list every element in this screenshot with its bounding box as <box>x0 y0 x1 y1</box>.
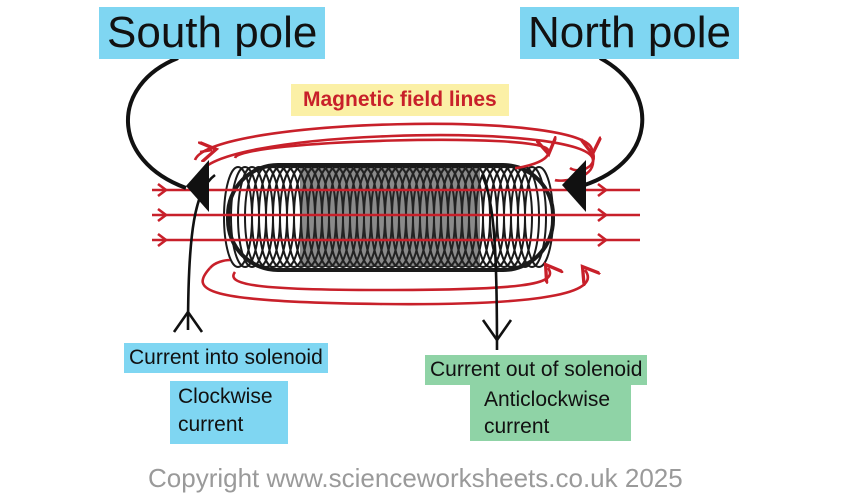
current-in-label: Current into solenoid <box>124 343 328 373</box>
south-pole-pointer <box>126 56 209 212</box>
anticlockwise-label: Anticlockwise current <box>470 384 631 441</box>
copyright-text: Copyright www.scienceworksheets.co.uk 20… <box>148 463 683 493</box>
coil-turn <box>524 166 554 268</box>
field-lines-bottom <box>201 258 588 306</box>
north-pole-label: North pole <box>520 7 740 59</box>
north-pole-pointer <box>562 56 645 212</box>
current-out-wire <box>480 174 513 351</box>
south-pole-label: South pole <box>99 7 326 59</box>
field-lines-label: Magnetic field lines <box>291 84 509 116</box>
current-out-label: Current out of solenoid <box>425 355 648 385</box>
clockwise-label: Clockwise current <box>170 381 288 444</box>
field-lines-through <box>152 182 640 248</box>
solenoid-coil <box>223 163 555 272</box>
current-in-wire <box>172 173 216 333</box>
coil-turn <box>517 166 547 268</box>
